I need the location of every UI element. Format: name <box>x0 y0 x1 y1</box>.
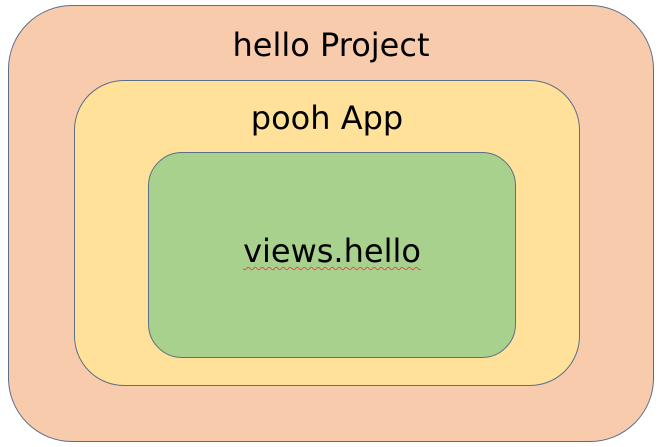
app-label: pooh App <box>250 99 404 137</box>
project-label: hello Project <box>232 26 430 64</box>
view-container: views.hello <box>148 152 516 358</box>
view-label: views.hello <box>243 232 421 270</box>
